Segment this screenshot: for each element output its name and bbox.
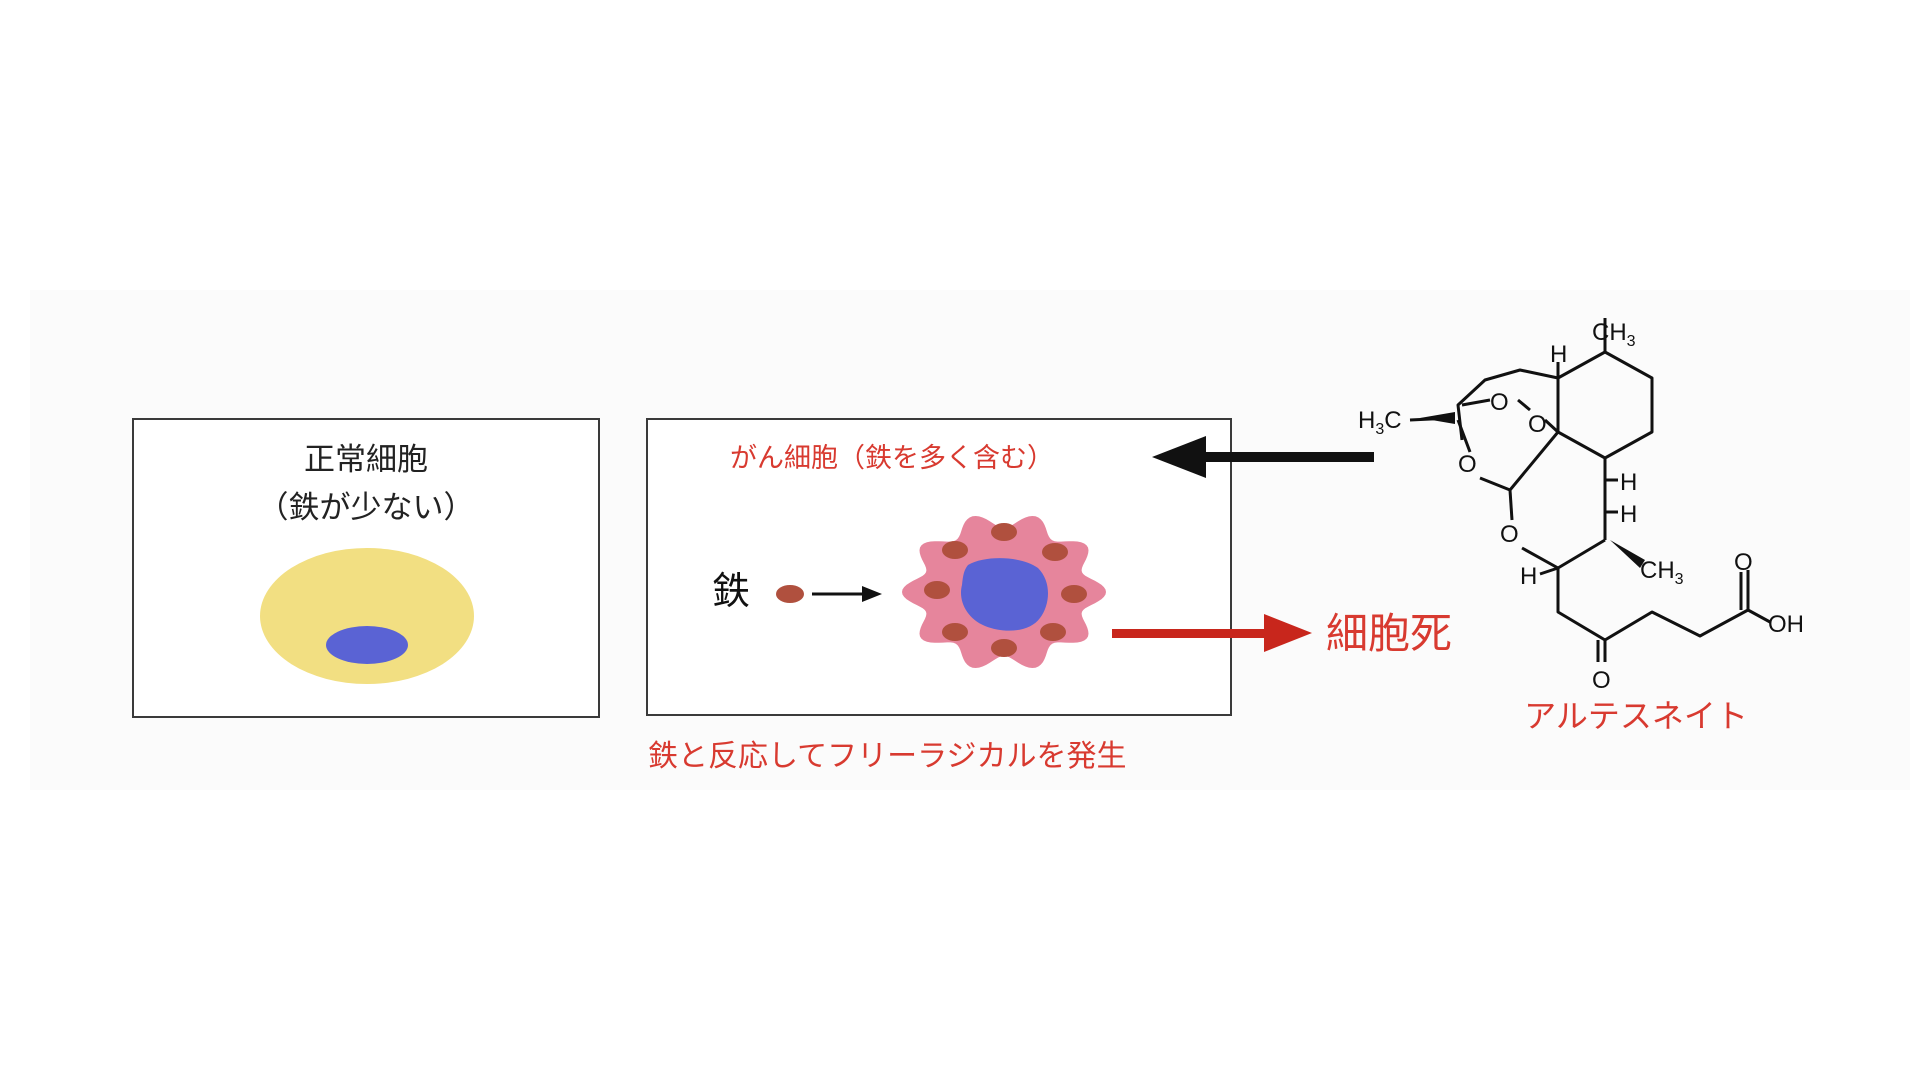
atom-o-peroxide-2: O: [1528, 411, 1547, 438]
cell-death-arrow-head: [1264, 614, 1312, 652]
iron-dot: [942, 541, 968, 559]
iron-particle: [776, 585, 804, 603]
bond-peroxide-1: [1461, 398, 1491, 407]
atom-ch3-top: CH3: [1592, 319, 1636, 350]
bond-lower-2: [1521, 546, 1559, 570]
normal-cell-subtitle: （鉄が少ない）: [257, 490, 475, 526]
bond-h-low: [1539, 566, 1559, 576]
iron-arrow-head: [862, 586, 882, 602]
iron-dot: [942, 623, 968, 641]
iron-dot: [924, 581, 950, 599]
atom-h-mid2: H: [1620, 501, 1637, 528]
cancer-nucleus: [960, 558, 1048, 631]
bond-peroxide-2: [1517, 398, 1531, 412]
atom-h-mid: H: [1620, 469, 1637, 496]
iron-dot: [991, 639, 1017, 657]
bond-peroxide-3: [1543, 418, 1560, 434]
iron-dots: [924, 523, 1087, 657]
normal-cell-title: 正常細胞: [304, 442, 428, 478]
bond-ring-o-2: [1479, 476, 1511, 492]
iron-dot: [1042, 543, 1068, 561]
normal-cytoplasm: [260, 548, 474, 684]
bond-lower-1: [1508, 489, 1514, 521]
atom-o-ketone: O: [1592, 667, 1611, 694]
atom-o-ring: O: [1458, 451, 1477, 478]
bond-seven-ring: [1456, 368, 1559, 441]
atom-o-acid: O: [1734, 549, 1753, 576]
normal-nucleus: [326, 626, 408, 664]
drug-arrow-head: [1152, 436, 1206, 478]
iron-dot: [1061, 585, 1087, 603]
atom-oh: OH: [1768, 611, 1804, 638]
drug-arrow-shaft: [1198, 452, 1374, 462]
atom-h-top: H: [1550, 341, 1567, 368]
reaction-note: 鉄と反応してフリーラジカルを発生: [648, 739, 1127, 774]
molecule-name: アルテスネイト: [1524, 697, 1748, 735]
bond-ring-o-1: [1456, 419, 1472, 453]
iron-dot: [991, 523, 1017, 541]
atom-o-lower: O: [1500, 521, 1519, 548]
wedge-methyl-right: [1610, 540, 1645, 568]
cancer-cell-title: がん細胞（鉄を多く含む）: [730, 443, 1054, 474]
bond-acid-oh: [1747, 608, 1771, 624]
atom-o-peroxide-1: O: [1490, 389, 1509, 416]
atom-h-low: H: [1520, 563, 1537, 590]
bond-ring-o-3: [1508, 431, 1560, 491]
atom-ch3-right: CH3: [1640, 557, 1684, 588]
wedge-methyl-left: [1420, 412, 1455, 424]
iron-label: 鉄: [712, 569, 751, 613]
cell-death-label: 細胞死: [1326, 609, 1453, 658]
iron-dot: [1040, 623, 1066, 641]
bond-lower-3: [1557, 538, 1606, 570]
atom-h3c-left: H3C: [1358, 407, 1402, 438]
bond-ring-top: [1556, 350, 1654, 460]
cell-death-arrow-shaft: [1112, 629, 1272, 638]
